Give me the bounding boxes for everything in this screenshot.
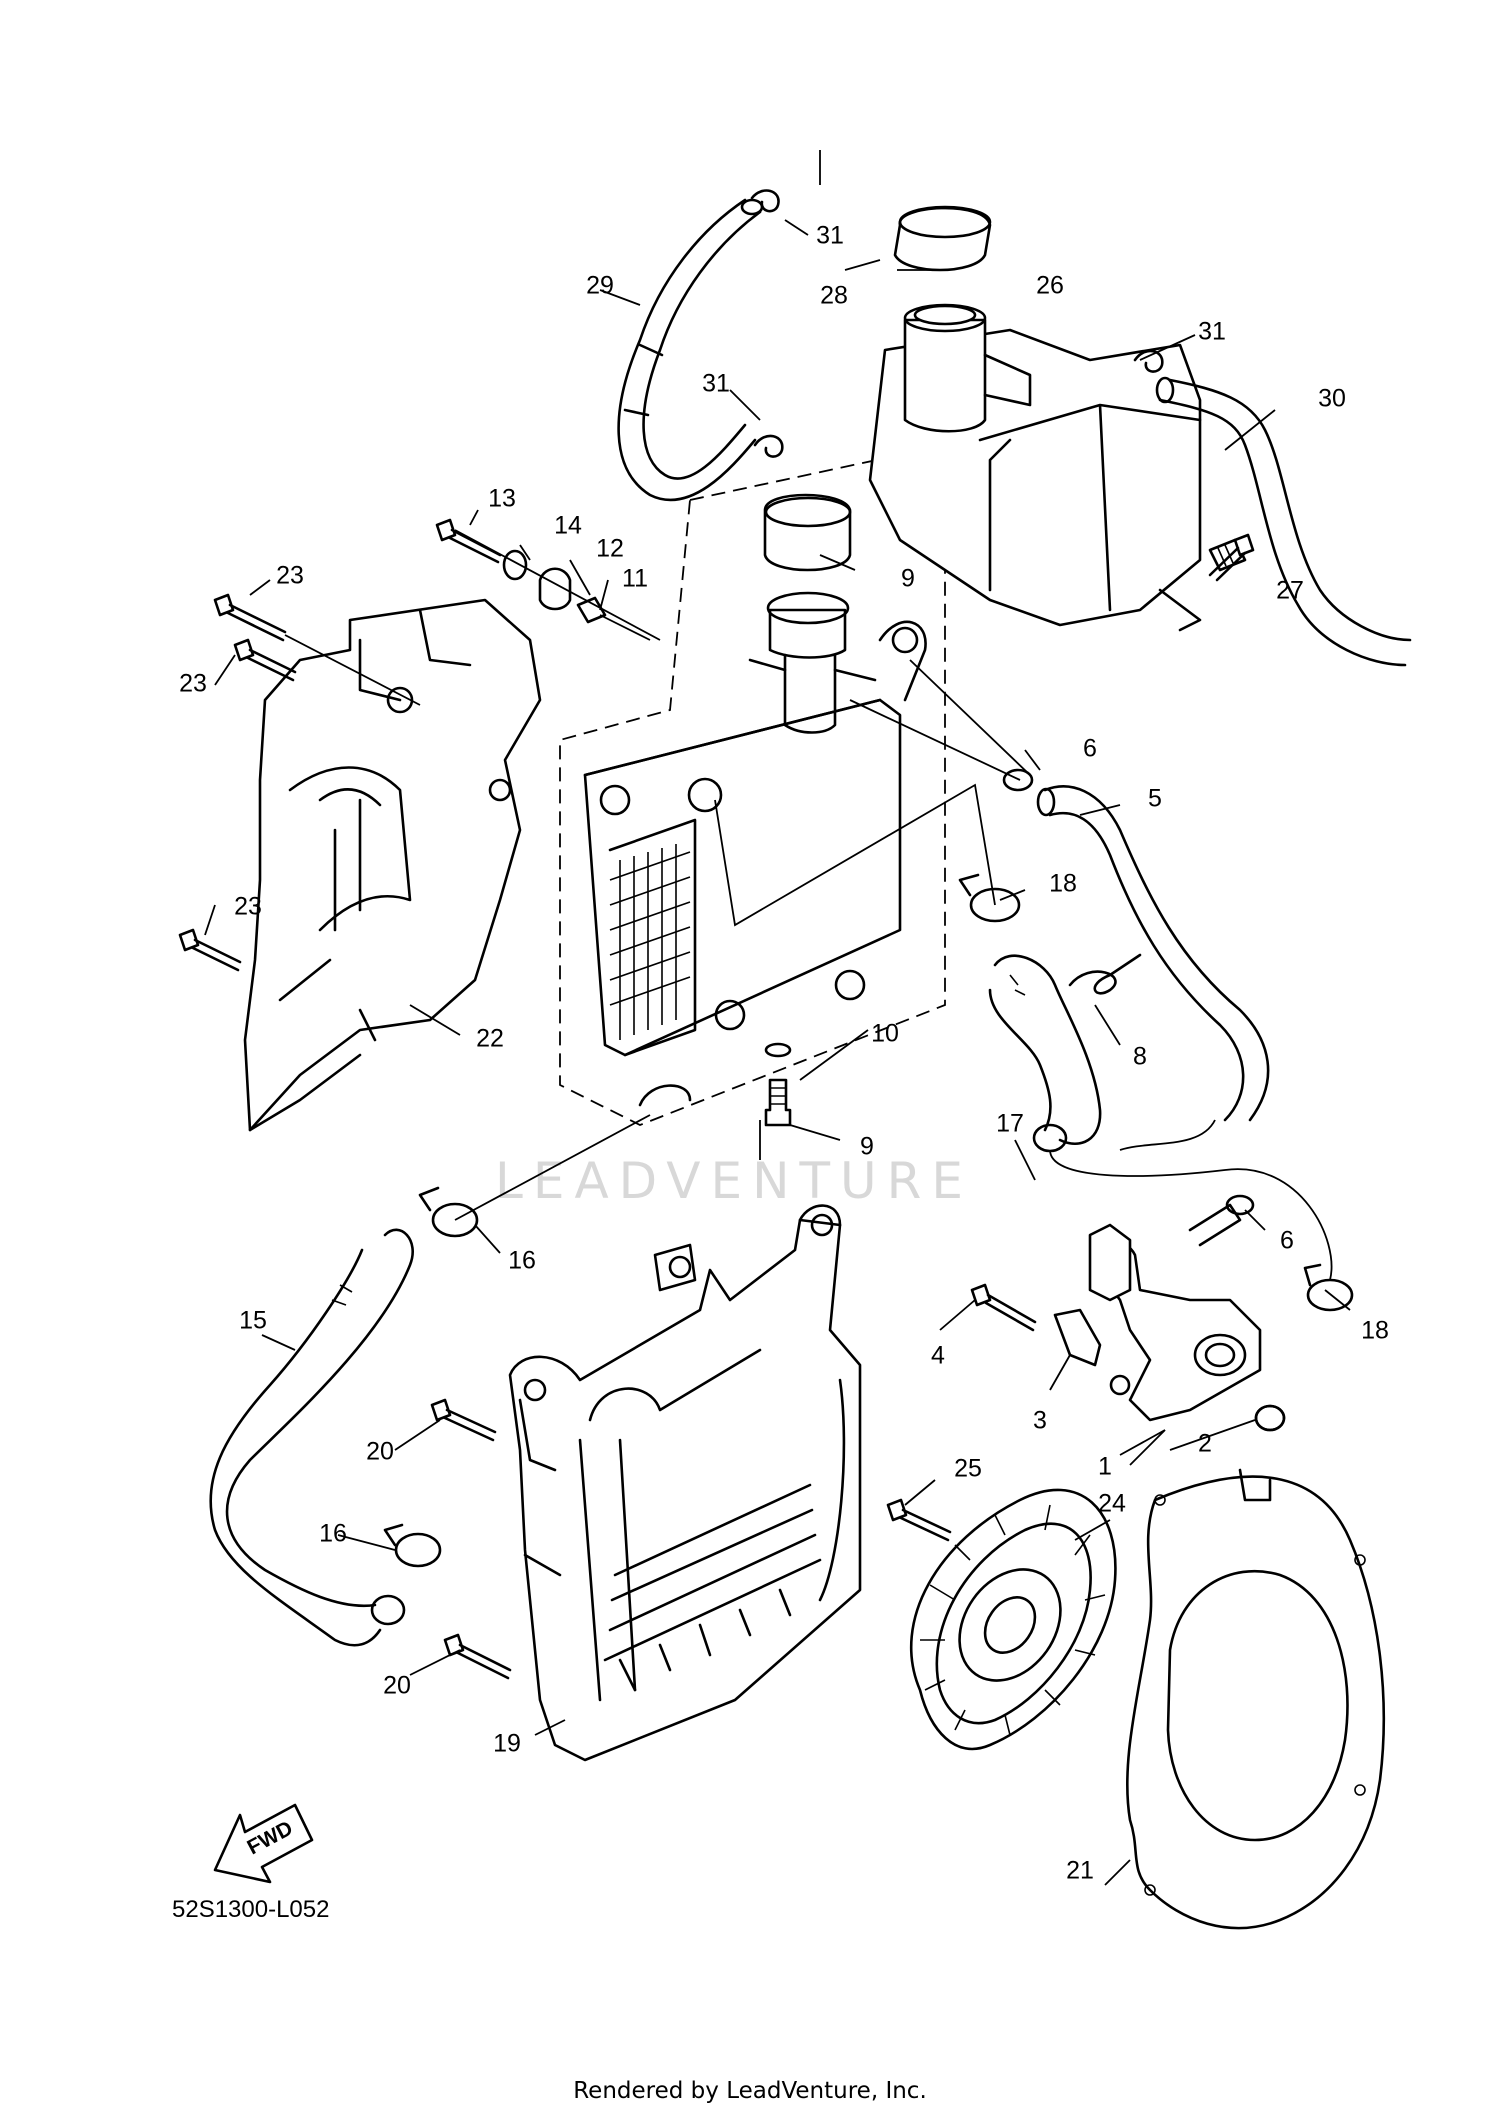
callout-15: 15: [239, 1307, 267, 1335]
callout-labels: 31 29 31 26 28 31 30 27 13 14 12 11 9 23…: [179, 222, 1389, 1885]
callout-20-lower: 20: [383, 1672, 411, 1700]
forward-direction-arrow: FWD: [213, 1803, 314, 1884]
callout-leaders: [204, 219, 1351, 1886]
reservoir-tank: [868, 205, 1247, 632]
callout-28: 28: [820, 282, 848, 310]
hose-29: [617, 198, 764, 502]
callout-30: 30: [1318, 385, 1346, 413]
callout-29: 29: [586, 272, 614, 300]
radiator-shroud: [243, 598, 542, 1132]
watermark-text: LEADVENTURE: [495, 1152, 973, 1210]
leader-lines: [284, 150, 1333, 1281]
callout-6-low: 6: [1280, 1227, 1294, 1255]
bolt-23-low: [178, 928, 242, 972]
hose-30: [1155, 376, 1412, 667]
hose-17: [988, 954, 1102, 1153]
collar-11: [576, 596, 607, 624]
callout-31-right: 31: [1198, 318, 1226, 346]
bolt-13: [435, 518, 502, 564]
callout-7: 8: [1133, 1043, 1147, 1071]
hose-clips-31: [750, 189, 1164, 458]
callout-31-top: 31: [816, 222, 844, 250]
hose-5: [1036, 785, 1270, 1122]
cooling-fan: [910, 1488, 1117, 1751]
bolt-27: [1208, 533, 1255, 582]
figure-code: 52S1300-L052: [172, 1896, 329, 1923]
bolt-23-mid: [233, 638, 297, 682]
fan-cover: [1125, 1468, 1386, 1930]
callout-16-low: 16: [319, 1520, 347, 1548]
callout-20-upper: 20: [366, 1438, 394, 1466]
fan-housing: [508, 1204, 862, 1762]
render-credit: Rendered by LeadVenture, Inc.: [573, 2078, 927, 2104]
callout-2: 2: [1198, 1430, 1212, 1458]
callout-16-top: 16: [508, 1247, 536, 1275]
callout-23-c: 23: [234, 893, 262, 921]
bolt-20-lower: [443, 1633, 512, 1680]
callout-18-low: 18: [1361, 1317, 1389, 1345]
callout-10: 10: [871, 1020, 899, 1048]
callout-18-top: 18: [1049, 870, 1077, 898]
callout-22: 22: [476, 1025, 504, 1053]
callout-11: 11: [622, 565, 648, 593]
callout-23-a: 23: [276, 562, 304, 590]
thermostat-housing: [1053, 1203, 1286, 1432]
radiator-cap: [748, 493, 927, 734]
washer-14: [502, 549, 528, 581]
bolt-23-top: [213, 593, 287, 642]
callout-13: 13: [488, 485, 516, 513]
bolt-20-upper: [430, 1398, 497, 1442]
callout-3: 3: [1033, 1407, 1047, 1435]
callout-8: 9: [860, 1133, 874, 1161]
callout-6-top: 6: [1083, 735, 1097, 763]
callout-17: 17: [996, 1110, 1024, 1138]
hose-15: [209, 1228, 414, 1647]
callout-21: 21: [1066, 1857, 1094, 1885]
callout-31-left: 31: [702, 370, 730, 398]
drain-bolt: [764, 1042, 792, 1127]
bolts: [178, 518, 1286, 1680]
bolt-4: [970, 1283, 1037, 1332]
callout-23-b: 23: [179, 670, 207, 698]
callout-25: 25: [954, 1455, 982, 1483]
radiator: [583, 698, 902, 1107]
o-ring-2: [1254, 1404, 1286, 1432]
callout-4: 4: [931, 1342, 945, 1370]
callout-26: 26: [1036, 272, 1064, 300]
callout-12: 12: [596, 535, 624, 563]
callout-19: 19: [493, 1730, 521, 1758]
bolt-25: [886, 1498, 952, 1542]
callout-9: 9: [901, 565, 915, 593]
callout-1: 1: [1098, 1453, 1112, 1481]
callout-24: 24: [1098, 1490, 1126, 1518]
callout-14: 14: [554, 512, 582, 540]
callout-27: 27: [1276, 577, 1304, 605]
callout-5: 5: [1148, 785, 1162, 813]
